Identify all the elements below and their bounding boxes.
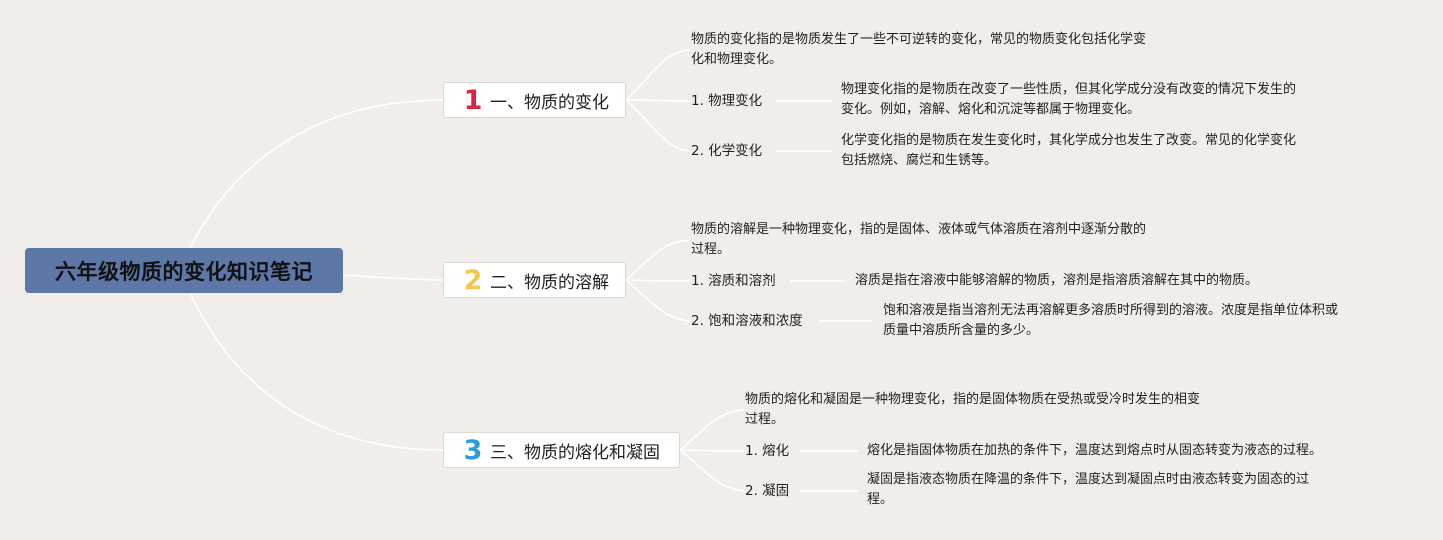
topic-node-1[interactable]: 1 一、物质的变化 — [443, 82, 626, 118]
connector-t3-intro — [679, 409, 745, 451]
topic-3-item-2-detail[interactable]: 凝固是指液态物质在降温的条件下，温度达到凝固点时由液态转变为固态的过 程。 — [867, 470, 1309, 510]
connector-root-topic3 — [189, 292, 444, 451]
detail-line: 物理变化指的是物质在改变了一些性质，但其化学成分没有改变的情况下发生的 — [841, 82, 1297, 97]
topic-label: 一、物质的变化 — [490, 92, 609, 113]
topic-2-item-2[interactable]: 2. 饱和溶液和浓度 — [691, 313, 803, 329]
connector-t1-item2 — [625, 99, 691, 152]
connector-t1-intro — [625, 49, 691, 101]
connector-t2-intro — [625, 239, 691, 281]
topic-2-item-2-detail[interactable]: 饱和溶液是指当溶剂无法再溶解更多溶质时所得到的溶液。浓度是指单位体积或 质量中溶… — [883, 301, 1338, 341]
topic-1-item-1[interactable]: 1. 物理变化 — [691, 93, 763, 109]
topic-2-item-1[interactable]: 1. 溶质和溶剂 — [691, 273, 776, 289]
topic-3-item-2[interactable]: 2. 凝固 — [745, 483, 790, 499]
connector-t2-item2 — [625, 279, 691, 322]
intro-line: 物质的变化指的是物质发生了一些不可逆转的变化，常见的物质变化包括化学变 — [691, 32, 1147, 47]
connector-root-topic2 — [342, 274, 444, 281]
intro-line: 过程。 — [745, 412, 785, 427]
detail-line: 包括燃烧、腐烂和生锈等。 — [841, 153, 998, 168]
intro-line: 物质的溶解是一种物理变化，指的是固体、液体或气体溶质在溶剂中逐渐分散的 — [691, 222, 1147, 237]
topic-1-intro[interactable]: 物质的变化指的是物质发生了一些不可逆转的变化，常见的物质变化包括化学变 化和物理… — [691, 30, 1146, 70]
topic-node-2[interactable]: 2 二、物质的溶解 — [443, 262, 626, 298]
number-2-icon: 2 — [463, 264, 483, 296]
detail-line: 化学变化指的是物质在发生变化时，其化学成分也发生了改变。常见的化学变化 — [841, 133, 1297, 148]
connector-t3-item2 — [679, 449, 745, 492]
topic-label: 二、物质的溶解 — [490, 272, 609, 293]
detail-line: 溶质是指在溶液中能够溶解的物质，溶剂是指溶质溶解在其中的物质。 — [855, 273, 1259, 288]
topic-1-item-2-detail[interactable]: 化学变化指的是物质在发生变化时，其化学成分也发生了改变。常见的化学变化 包括燃烧… — [841, 131, 1296, 171]
detail-line: 饱和溶液是指当溶剂无法再溶解更多溶质时所得到的溶液。浓度是指单位体积或 — [883, 303, 1339, 318]
topic-3-item-1[interactable]: 1. 熔化 — [745, 443, 790, 459]
detail-line: 凝固是指液态物质在降温的条件下，温度达到凝固点时由液态转变为固态的过 — [867, 472, 1310, 487]
detail-line: 程。 — [867, 492, 894, 507]
number-3-icon: 3 — [463, 434, 483, 466]
topic-3-intro[interactable]: 物质的熔化和凝固是一种物理变化，指的是固体物质在受热或受冷时发生的相变 过程。 — [745, 390, 1200, 430]
connector-root-topic1 — [189, 99, 444, 249]
topic-1-item-2[interactable]: 2. 化学变化 — [691, 143, 763, 159]
intro-line: 过程。 — [691, 242, 731, 257]
connector-t2-item1 — [625, 279, 691, 282]
root-node[interactable]: 六年级物质的变化知识笔记 — [25, 248, 343, 293]
intro-line: 化和物理变化。 — [691, 52, 783, 67]
topic-1-item-1-detail[interactable]: 物理变化指的是物质在改变了一些性质，但其化学成分没有改变的情况下发生的 变化。例… — [841, 80, 1296, 120]
topic-2-intro[interactable]: 物质的溶解是一种物理变化，指的是固体、液体或气体溶质在溶剂中逐渐分散的 过程。 — [691, 220, 1146, 260]
number-1-icon: 1 — [463, 84, 483, 116]
detail-line: 变化。例如，溶解、熔化和沉淀等都属于物理变化。 — [841, 102, 1141, 117]
topic-label: 三、物质的熔化和凝固 — [490, 442, 660, 463]
connector-t1-item1 — [625, 99, 691, 102]
detail-line: 质量中溶质所含量的多少。 — [883, 323, 1040, 338]
connector-t3-item1 — [679, 449, 745, 452]
root-title: 六年级物质的变化知识笔记 — [55, 259, 313, 284]
topic-node-3[interactable]: 3 三、物质的熔化和凝固 — [443, 432, 680, 468]
topic-3-item-1-detail[interactable]: 熔化是指固体物质在加热的条件下，温度达到熔点时从固态转变为液态的过程。 — [867, 441, 1322, 461]
detail-line: 熔化是指固体物质在加热的条件下，温度达到熔点时从固态转变为液态的过程。 — [867, 443, 1323, 458]
intro-line: 物质的熔化和凝固是一种物理变化，指的是固体物质在受热或受冷时发生的相变 — [745, 392, 1201, 407]
topic-2-item-1-detail[interactable]: 溶质是指在溶液中能够溶解的物质，溶剂是指溶质溶解在其中的物质。 — [855, 271, 1258, 291]
